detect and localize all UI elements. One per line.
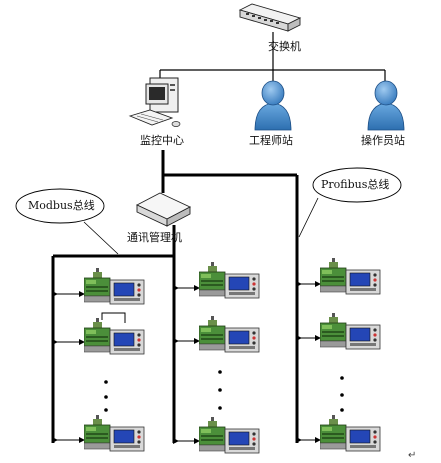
modbus-callout: [15, 188, 105, 224]
paragraph-mark: ↵: [408, 450, 417, 461]
protection-relay-device-icon: [84, 415, 145, 452]
desktop-computer-icon: [128, 77, 181, 127]
device-column-1: [52, 268, 145, 452]
monitor-center-label: 监控中心: [140, 134, 184, 147]
switch-label: 交换机: [268, 40, 301, 53]
comm-manager-label: 通讯管理机: [127, 231, 182, 244]
device-column-2: [173, 262, 260, 454]
profibus-callout: [312, 167, 402, 203]
protection-relay-device-icon: [84, 268, 145, 305]
engineer-station-label: 工程师站: [249, 134, 293, 147]
communication-manager-icon: [135, 192, 192, 227]
operator-station-label: 操作员站: [361, 134, 405, 147]
protection-relay-device-icon: [199, 417, 260, 454]
protection-relay-device-icon: [84, 318, 145, 355]
switch-icon: [238, 3, 302, 32]
user-workstation-icon: [254, 80, 292, 131]
protection-relay-device-icon: [199, 316, 260, 353]
protection-relay-device-icon: [320, 313, 381, 350]
protection-relay-device-icon: [320, 415, 381, 452]
protection-relay-device-icon: [320, 258, 381, 295]
modbus-bus-label: Modbus总线: [28, 199, 95, 212]
profibus-bus-label: Profibus总线: [321, 178, 390, 191]
device-column-3: [296, 258, 381, 452]
protection-relay-device-icon: [199, 262, 260, 299]
user-workstation-icon: [367, 80, 405, 131]
